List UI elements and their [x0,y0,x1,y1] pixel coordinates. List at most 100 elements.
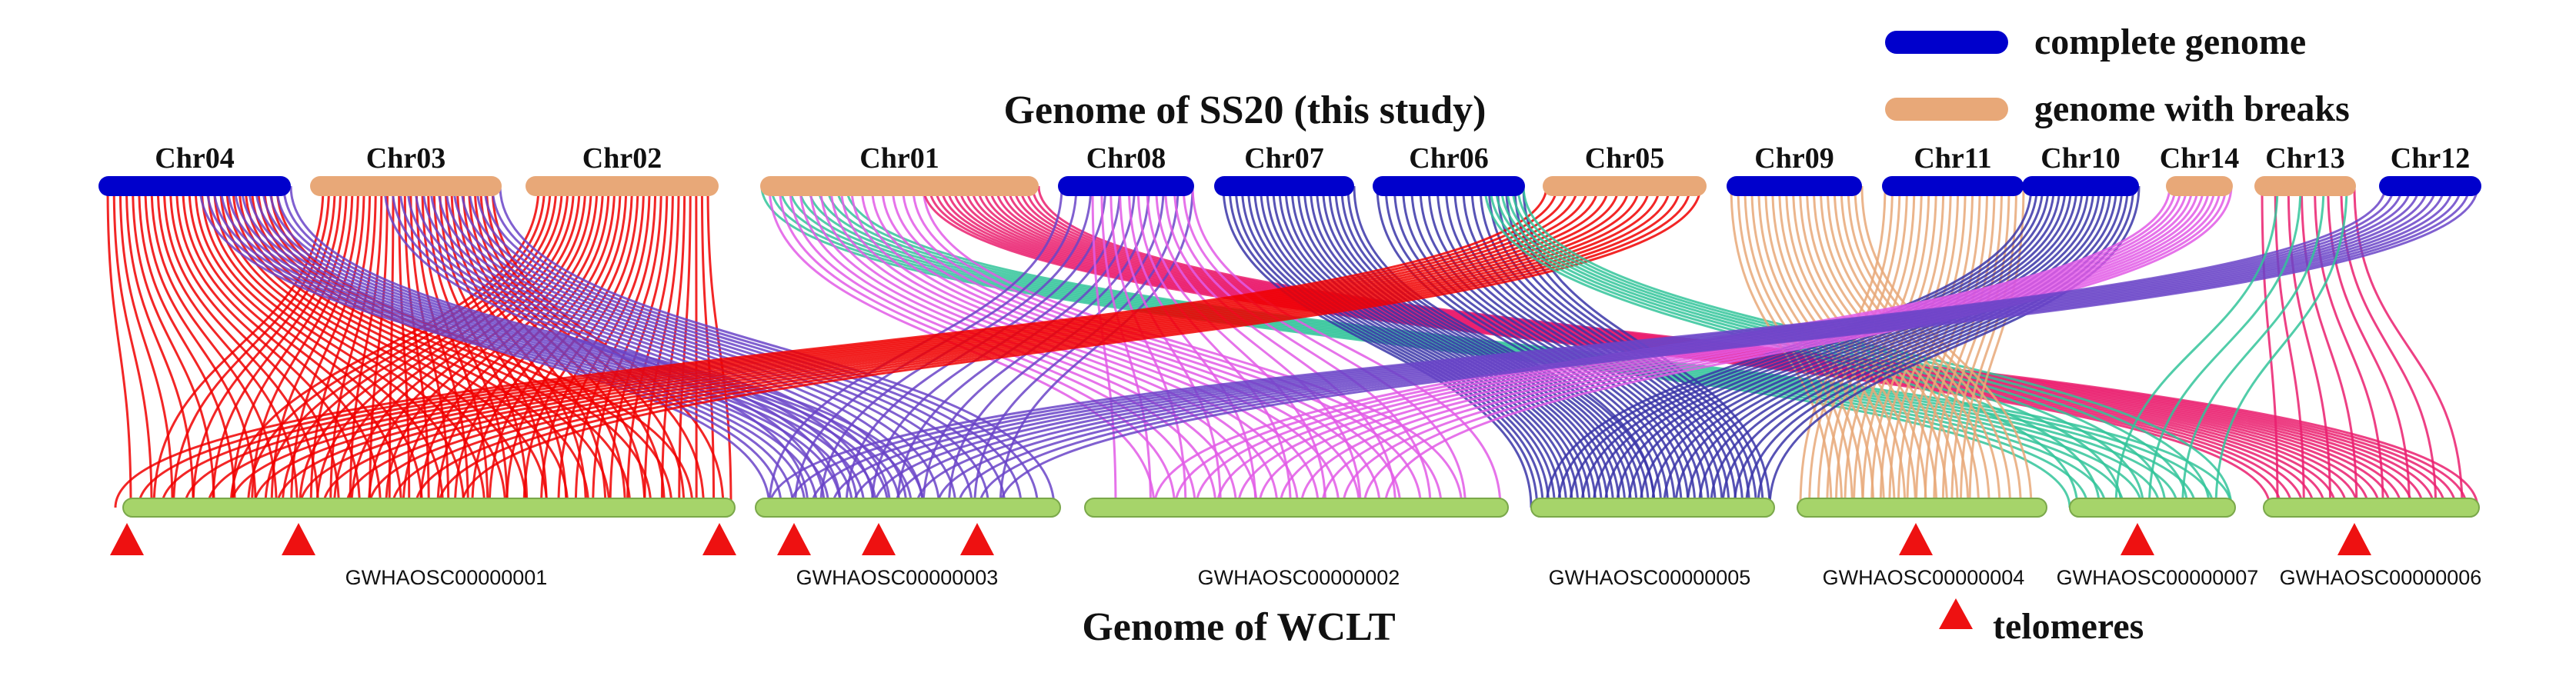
synteny-link-purple [810,185,2404,508]
synteny-link-navy [1246,185,1556,508]
synteny-link-red [162,185,319,508]
chromosome-label-chr10: Chr10 [2040,142,2120,175]
synteny-link-red [369,185,389,508]
synteny-link-magenta [1320,185,2216,508]
synteny-link-navy [1228,185,1539,508]
synteny-link-red [299,185,1630,508]
synteny-link-tan [1897,185,1967,508]
synteny-link-magenta [1100,185,1152,508]
scaffold-label-gwhaosc00000002: GWHAOSC00000002 [1198,566,1400,589]
chromosome-label-chr14: Chr14 [2160,142,2239,175]
synteny-link-red [231,185,348,508]
legend-telomeres-label: telomeres [1993,606,2144,647]
chromosome-label-chr03: Chr03 [366,142,445,175]
synteny-link-navy [1410,185,1683,508]
chromosome-label-chr05: Chr05 [1585,142,1664,175]
telomere-marker [1899,523,1933,555]
synteny-link-tan [1968,185,2025,508]
synteny-link-magenta [860,185,1340,508]
query-chromosome-bars [98,176,2481,196]
synteny-link-navy [1266,185,1573,508]
chromosome-label-chr09: Chr09 [1754,142,1834,175]
synteny-link-purple [429,185,908,508]
synteny-link-teal [2147,185,2302,508]
chromosome-label-chr07: Chr07 [1244,142,1323,175]
synteny-link-red [112,185,153,508]
synteny-link-red [206,185,1589,508]
legend: complete genome genome with breaks telom… [1885,22,2350,647]
chromosome-bar-chr08 [1058,176,1194,196]
synteny-link-pink [2287,185,2332,508]
telomere-marker [777,523,811,555]
chromosome-label-chr12: Chr12 [2391,142,2470,175]
synteny-link-tan [1870,185,1945,508]
legend-complete-label: complete genome [2034,22,2306,62]
synteny-link-red [156,185,299,508]
synteny-link-red [269,185,673,508]
telomere-marker [282,523,315,555]
chromosome-label-chr02: Chr02 [582,142,662,175]
chromosome-bar-chr03 [310,176,502,196]
chromosome-bar-chr13 [2254,176,2356,196]
synteny-link-magenta [870,185,1361,508]
query-genome-title: Genome of SS20 (this study) [1004,88,1487,132]
synteny-link-red [106,185,132,508]
synteny-link-red [460,185,1702,508]
synteny-link-purple [999,185,2479,508]
synteny-link-magenta [1341,185,2221,508]
synteny-link-navy [1222,185,1533,508]
synteny-link-red [152,185,325,508]
synteny-link-red [414,185,1681,508]
synteny-link-red [349,185,383,508]
scaffold-bar-gwhaosc00000004 [1797,498,2047,518]
synteny-link-red [114,185,1548,508]
reference-scaffold-bars [122,498,2480,518]
synteny-link-red [212,185,342,508]
scaffold-bar-gwhaosc00000005 [1530,498,1775,518]
chromosome-bar-chr04 [98,176,291,196]
synteny-link-red [172,185,331,508]
synteny-link-red [206,185,465,508]
synteny-link-magenta [891,185,1402,508]
synteny-link-magenta [1164,185,1397,508]
synteny-link-red [299,185,563,508]
synteny-link-purple [956,185,2462,508]
legend-breaks-label: genome with breaks [2034,88,2350,129]
synteny-link-navy [1697,185,2107,508]
legend-complete-swatch [1885,31,2008,54]
reference-genome-title: Genome of WCLT [1082,605,1395,649]
synteny-link-purple [936,185,2454,508]
synteny-link-purple [437,185,924,508]
synteny-link-purple [212,185,795,508]
synteny-link-teal [1517,185,2211,508]
scaffold-bar-gwhaosc00000002 [1084,498,1509,518]
synteny-link-navy [1303,185,1609,508]
synteny-link-purple [233,185,830,508]
synteny-link-navy [1663,185,2090,508]
telomere-marker [862,523,896,555]
telomere-marker [2337,523,2371,555]
synteny-link-navy [1674,185,2095,508]
chromosome-bar-chr11 [1882,176,2024,196]
synteny-link-red [144,185,257,508]
synteny-link-teal [798,185,2143,508]
synteny-link-navy [1639,185,2078,508]
synteny-link-navy [1340,185,1644,508]
synteny-link-red [609,185,669,508]
synteny-link-pink [2274,185,2305,508]
synteny-link-purple [406,185,859,508]
scaffold-bar-gwhaosc00000003 [755,498,1061,518]
synteny-link-purple [999,185,1194,508]
synteny-link-purple [978,185,2471,508]
synteny-link-navy [1686,185,2101,508]
chromosome-bar-chr06 [1373,176,1525,196]
synteny-link-purple [483,185,1023,508]
synteny-link-tan [1888,185,1960,508]
synteny-link-red [150,185,278,508]
synteny-link-magenta [1136,185,1292,508]
synteny-link-pink [2261,185,2279,508]
synteny-link-magenta [1146,185,1327,508]
synteny-link-magenta [1173,185,1432,508]
